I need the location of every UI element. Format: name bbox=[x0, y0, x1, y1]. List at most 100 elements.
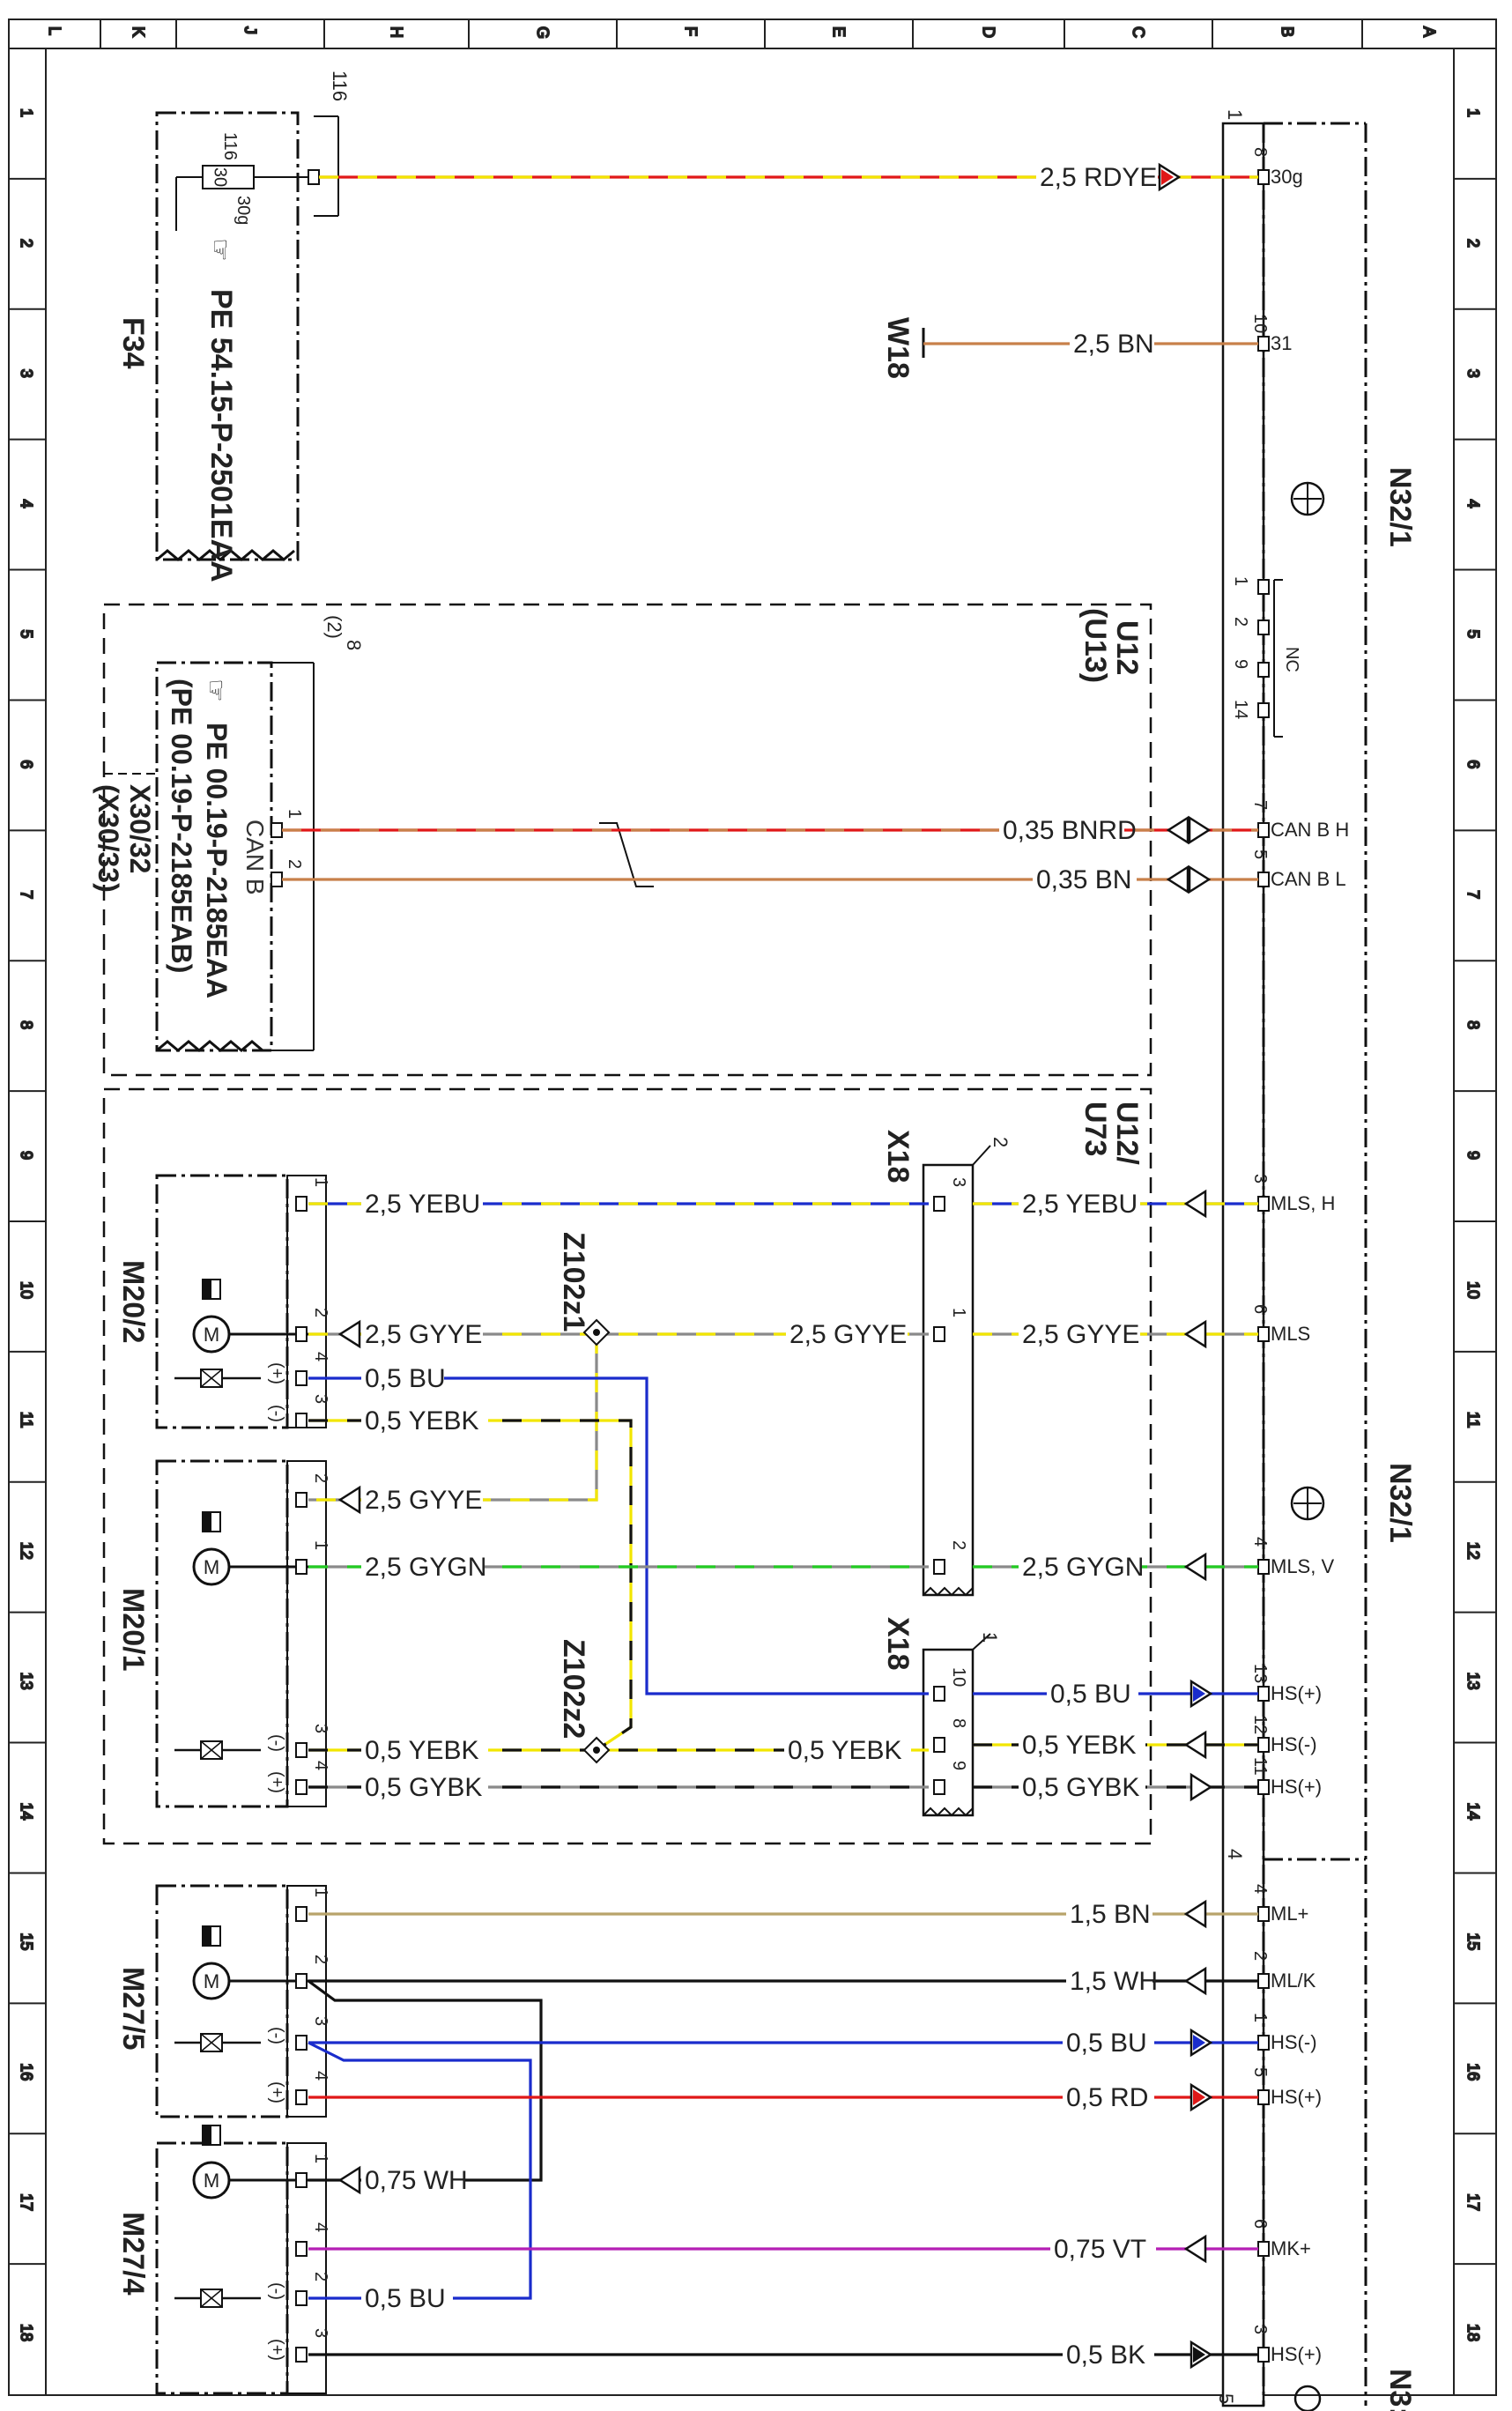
arrow-ml-plus bbox=[1183, 1899, 1207, 1929]
arrow-hs-13-fill bbox=[1193, 1686, 1205, 1702]
x18-pin: 3 bbox=[949, 1177, 968, 1187]
label-gap bbox=[1036, 165, 1158, 189]
m20-2-pins-pin-stub bbox=[295, 1196, 308, 1212]
twisted-pair-marker bbox=[599, 822, 654, 887]
m27-4-pins-pin-stub bbox=[295, 2241, 308, 2257]
m20-1-pins-pin: 2 bbox=[311, 1473, 330, 1483]
svg-text:M: M bbox=[204, 1556, 219, 1578]
m20-2-actuator: M20/2 bbox=[116, 1174, 327, 1429]
n32-pin-signal: 30g bbox=[1271, 166, 1303, 188]
grid-col-label-J: J bbox=[241, 26, 259, 34]
u12-top-name: U12 bbox=[1110, 620, 1144, 675]
grid-col-label-D: D bbox=[980, 26, 997, 38]
n32-nc-pin-stub bbox=[1257, 662, 1270, 678]
n32-plug-1: 1 bbox=[1224, 109, 1246, 120]
sensor-icon-m27-4 bbox=[174, 2289, 261, 2308]
arrow-hs-11-fill bbox=[1193, 1779, 1205, 1795]
n32-pin-number: 4 bbox=[1250, 1884, 1270, 1894]
n32-pin-signal: MLS, H bbox=[1271, 1192, 1335, 1214]
m27-4-pins-pin: 4 bbox=[311, 2222, 330, 2232]
m27-4-pins-pin-stub bbox=[295, 2347, 308, 2363]
m27-5-pins-pin-stub bbox=[295, 2089, 308, 2105]
x18-pin: 9 bbox=[949, 1761, 968, 1770]
arrow-can-h-b bbox=[1188, 815, 1212, 845]
label-gap bbox=[1063, 2342, 1154, 2367]
m20-1-name: M20/1 bbox=[116, 1588, 150, 1672]
grid-row-label-right-11: 11 bbox=[1464, 1412, 1482, 1428]
label-gap bbox=[1063, 2030, 1154, 2055]
label-gap bbox=[1066, 1969, 1153, 1993]
n32-nc-pin-stub bbox=[1257, 579, 1270, 595]
x18-pin: 1 bbox=[949, 1308, 968, 1317]
label-gap bbox=[1063, 2085, 1154, 2110]
m20-1-pins-pin-stub bbox=[295, 1742, 308, 1758]
sensor-icon-m27-5 bbox=[174, 2033, 261, 2052]
x18-block-top: 2 X18 bbox=[881, 1130, 1012, 1597]
m27-5-pins-pin-stub bbox=[295, 2035, 308, 2051]
n32-pin-stub bbox=[1257, 1973, 1270, 1989]
w18-ground: W18 bbox=[881, 317, 925, 379]
x30-alt: (X30/33) bbox=[93, 784, 124, 893]
polarity-minus: (-) bbox=[267, 2282, 286, 2300]
n32-pin-stub bbox=[1257, 1686, 1270, 1702]
grid-col-label-C: C bbox=[1130, 26, 1147, 38]
n32-pin-stub bbox=[1257, 872, 1270, 887]
m27-5-pins-pin: 4 bbox=[311, 2071, 330, 2081]
grid-row-label-left-9: 9 bbox=[18, 1151, 35, 1160]
x18-top-name: X18 bbox=[881, 1130, 915, 1183]
x30-top-pin: 8 bbox=[343, 640, 365, 650]
grid-col-label-K: K bbox=[130, 26, 147, 37]
wire-label-w21: 1,5 BN bbox=[1070, 1900, 1151, 1929]
label-gap bbox=[361, 1322, 483, 1346]
grid-row-label-right-13: 13 bbox=[1464, 1673, 1482, 1690]
n32-pin-stub bbox=[1257, 1779, 1270, 1795]
arrow-ml-k bbox=[1183, 1966, 1207, 1996]
grid-row-label-right-2: 2 bbox=[1464, 239, 1482, 248]
n32-pin-stub bbox=[1257, 1737, 1270, 1753]
polarity-plus: (+) bbox=[267, 2339, 286, 2361]
grid-col-label-B: B bbox=[1279, 26, 1296, 37]
m27-5-pins-pin: 2 bbox=[311, 1955, 330, 1964]
x18-pin: 8 bbox=[949, 1718, 968, 1728]
n32-pin-stub bbox=[1257, 1326, 1270, 1342]
grid-row-label-right-7: 7 bbox=[1464, 890, 1482, 899]
sensor-symbols bbox=[174, 1369, 261, 2308]
grid-row-label-right-1: 1 bbox=[1464, 108, 1482, 117]
grid-row-label-right-17: 17 bbox=[1464, 2193, 1482, 2211]
f34-name: F34 bbox=[116, 317, 150, 369]
wire-label-w13: 2,5 GYGN bbox=[365, 1553, 486, 1582]
polarity-minus: (-) bbox=[267, 2027, 286, 2044]
n32-pin-signal: MK+ bbox=[1271, 2237, 1311, 2259]
n32-pin-stub bbox=[1257, 1906, 1270, 1922]
arrow-m20-1-mls bbox=[337, 1485, 361, 1515]
label-gap bbox=[361, 1738, 488, 1762]
x30-ref-1: PE 00.19-P-2185EAA bbox=[201, 723, 233, 998]
n32-pin-signal: HS(+) bbox=[1271, 2086, 1322, 2108]
n32-pin-signal: HS(-) bbox=[1271, 2031, 1317, 2053]
grid-row-label-left-16: 16 bbox=[18, 2063, 35, 2081]
f34-inner-pin: 116 bbox=[220, 132, 240, 160]
n32-pin-stub bbox=[1257, 336, 1270, 352]
grid-row-label-left-5: 5 bbox=[18, 630, 35, 639]
n32-pin-signal: HS(+) bbox=[1271, 1776, 1322, 1798]
grid-row-label-right-8: 8 bbox=[1464, 1020, 1482, 1029]
x18-pin: 2 bbox=[949, 1540, 968, 1550]
grid-row-label-right-3: 3 bbox=[1464, 369, 1482, 378]
wire-label-w14: 2,5 GYGN bbox=[1022, 1553, 1144, 1582]
n32-pin-number: 5 bbox=[1250, 849, 1270, 859]
wire-label-w23: 0,5 BU bbox=[1066, 2029, 1147, 2058]
n32-pin-number: 5 bbox=[1250, 2067, 1270, 2077]
wire-label-w7: 2,5 GYYE bbox=[365, 1320, 482, 1349]
grid-row-label-right-16: 16 bbox=[1464, 2063, 1482, 2081]
m27-4-pins-pin: 3 bbox=[311, 2328, 330, 2338]
polarity-minus: (-) bbox=[267, 1405, 286, 1422]
n32-pin-signal: HS(-) bbox=[1271, 1733, 1317, 1755]
x18-pin-stub bbox=[933, 1559, 945, 1575]
n32-pin-number: 6 bbox=[1250, 1304, 1270, 1314]
grid-row-label-right-18: 18 bbox=[1464, 2324, 1482, 2341]
n32-pin-number: 7 bbox=[1250, 800, 1270, 810]
label-gap bbox=[1019, 1322, 1140, 1346]
